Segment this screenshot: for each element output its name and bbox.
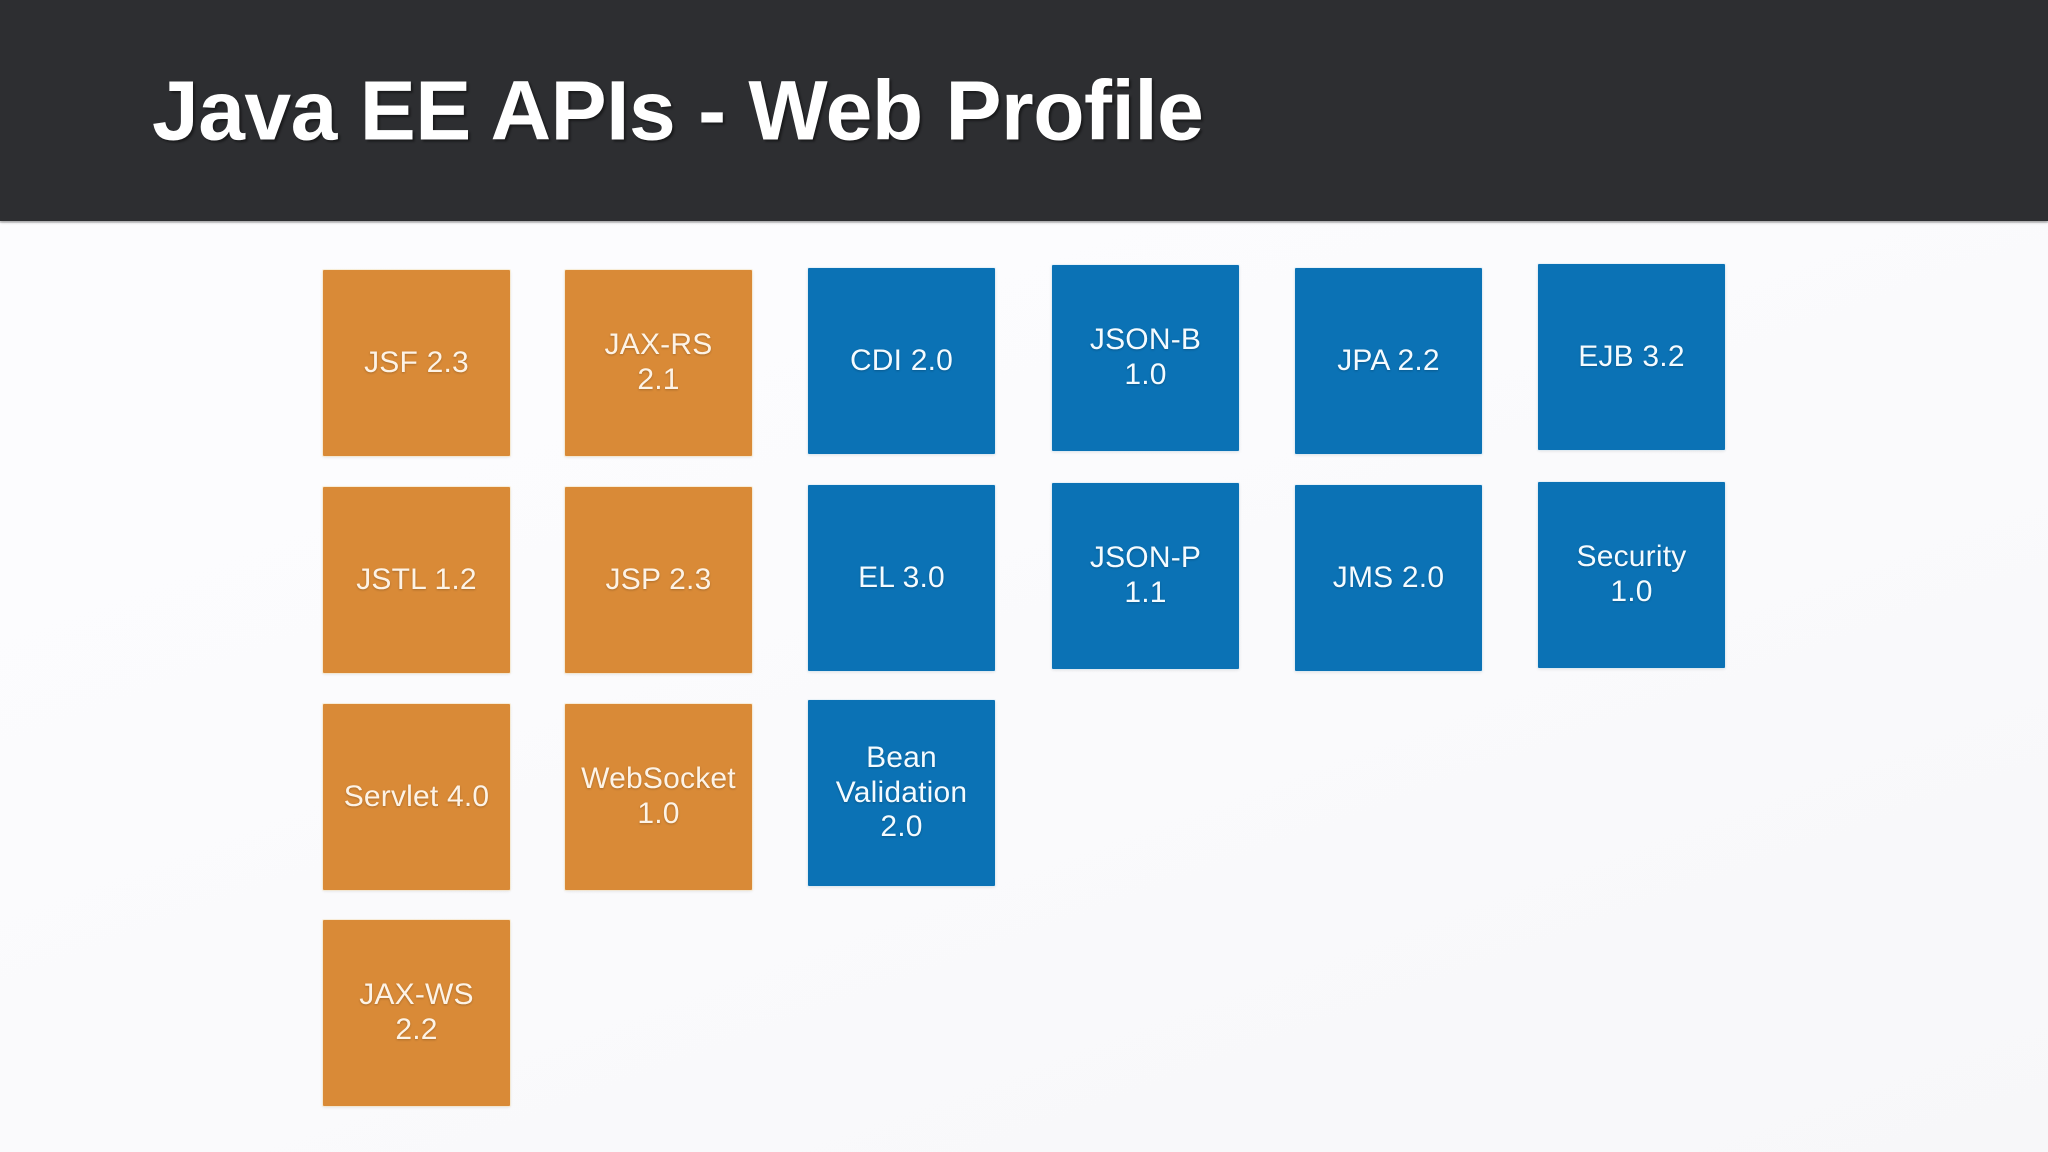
api-box-label: JAX-WS 2.2 — [359, 978, 474, 1046]
api-box-bean-validation-2.0[interactable]: Bean Validation 2.0 — [808, 700, 995, 886]
api-box-label: EJB 3.2 — [1578, 339, 1685, 373]
api-box-label: CDI 2.0 — [849, 343, 954, 377]
api-box-websocket-1.0[interactable]: WebSocket 1.0 — [565, 704, 752, 890]
api-box-jsf-2.3[interactable]: JSF 2.3 — [323, 270, 510, 456]
api-box-el-3.0[interactable]: EL 3.0 — [808, 485, 995, 671]
api-box-jstl-1.2[interactable]: JSTL 1.2 — [323, 487, 510, 673]
api-box-label: Security 1.0 — [1576, 540, 1687, 608]
api-box-ejb-3.2[interactable]: EJB 3.2 — [1538, 264, 1725, 450]
api-box-jax-rs-2.1[interactable]: JAX-RS 2.1 — [565, 270, 752, 456]
api-box-label: JPA 2.2 — [1337, 343, 1440, 377]
api-box-label: EL 3.0 — [858, 560, 945, 594]
api-box-label: JSF 2.3 — [364, 345, 469, 379]
header-divider — [0, 221, 2048, 223]
api-box-label: JSON-B 1.0 — [1089, 323, 1202, 391]
api-box-label: WebSocket 1.0 — [581, 762, 736, 830]
api-box-label: Bean Validation 2.0 — [835, 740, 968, 844]
api-box-label: JSP 2.3 — [605, 562, 712, 596]
api-box-jms-2.0[interactable]: JMS 2.0 — [1295, 485, 1482, 671]
api-box-json-p-1.1[interactable]: JSON-P 1.1 — [1052, 483, 1239, 669]
api-box-label: JMS 2.0 — [1332, 560, 1445, 594]
api-box-json-b-1.0[interactable]: JSON-B 1.0 — [1052, 265, 1239, 451]
api-box-label: JAX-RS 2.1 — [604, 328, 713, 396]
api-box-security-1.0[interactable]: Security 1.0 — [1538, 482, 1725, 668]
api-box-cdi-2.0[interactable]: CDI 2.0 — [808, 268, 995, 454]
api-box-jax-ws-2.2[interactable]: JAX-WS 2.2 — [323, 920, 510, 1106]
api-box-jpa-2.2[interactable]: JPA 2.2 — [1295, 268, 1482, 454]
header-bar: Java EE APIs - Web Profile — [0, 0, 2048, 221]
api-box-label: JSTL 1.2 — [356, 562, 477, 596]
api-box-servlet-4.0[interactable]: Servlet 4.0 — [323, 704, 510, 890]
api-box-label: JSON-P 1.1 — [1089, 541, 1202, 609]
page-title: Java EE APIs - Web Profile — [152, 63, 1204, 157]
api-box-label: Servlet 4.0 — [343, 779, 490, 813]
api-box-jsp-2.3[interactable]: JSP 2.3 — [565, 487, 752, 673]
